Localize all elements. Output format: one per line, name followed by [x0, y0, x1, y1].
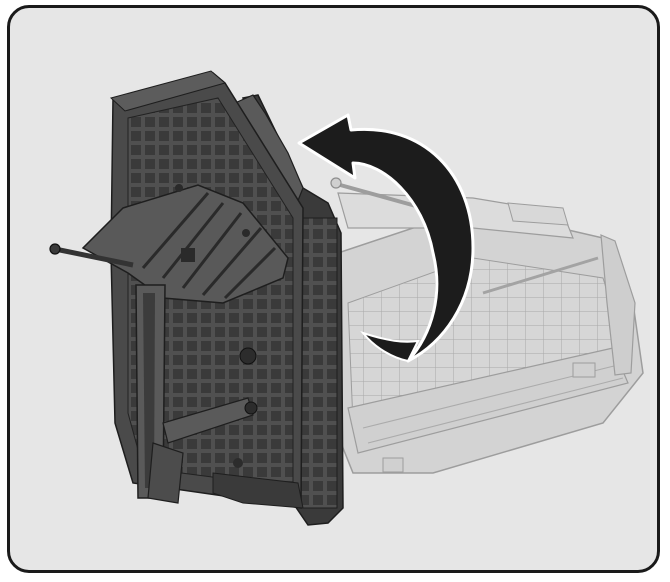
- illustration-frame: [7, 5, 660, 573]
- rotate-arrow-icon: [297, 113, 475, 363]
- illustration-svg: [49, 70, 644, 526]
- tray-assembly-raised: [49, 70, 344, 526]
- tray-assembly-lowered-ghost: [330, 177, 644, 474]
